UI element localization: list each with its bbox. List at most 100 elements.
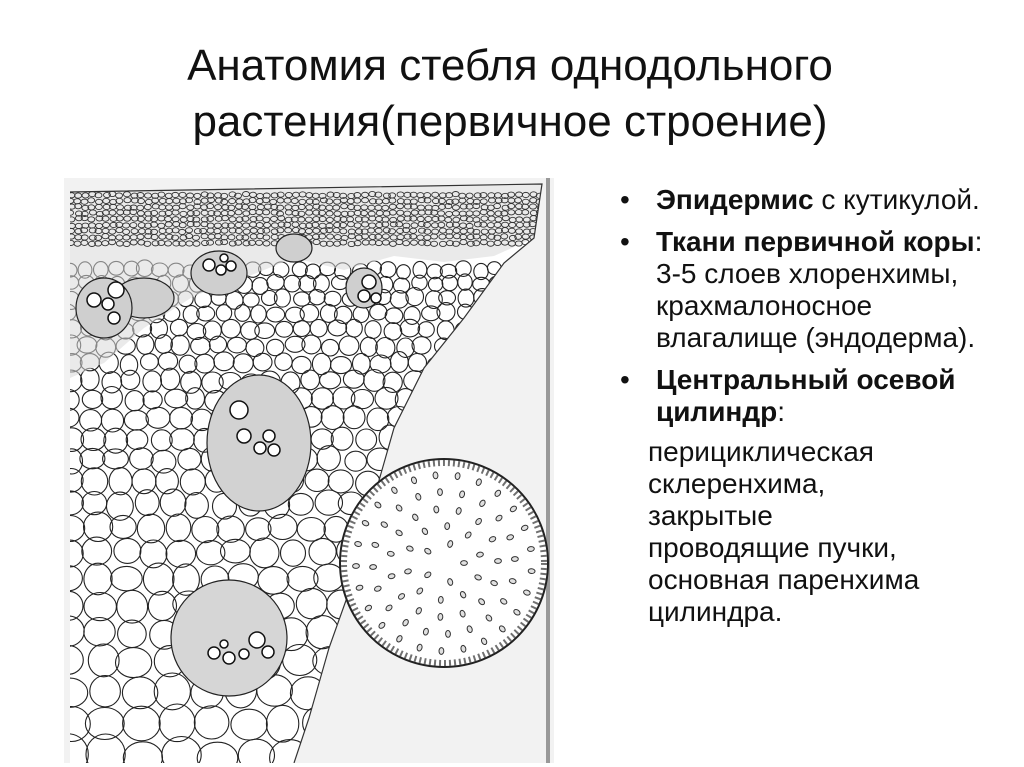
epidermis-cell <box>354 216 363 223</box>
parenchyma-cell <box>161 735 202 763</box>
epidermis-cell <box>262 209 271 216</box>
epidermis-cell <box>143 240 152 247</box>
epidermis-cell <box>339 216 348 223</box>
parenchyma-cell <box>70 733 89 763</box>
parenchyma-cell <box>215 304 233 322</box>
page-edge <box>546 178 550 763</box>
epidermis-cell <box>95 210 104 217</box>
epidermis-cell <box>103 192 111 199</box>
epidermis-cell <box>312 227 321 234</box>
epidermis-cell <box>241 234 250 241</box>
bundle-dot <box>445 630 451 638</box>
parenchyma-cell <box>237 738 276 763</box>
bundle-dot <box>438 647 445 655</box>
parenchyma-cell <box>323 290 342 307</box>
epidermis-cell <box>95 215 104 222</box>
bundle-dot <box>474 574 482 581</box>
epidermis-cell <box>276 204 285 211</box>
epidermis-cell <box>325 198 334 205</box>
parenchyma-cell <box>125 429 149 451</box>
parenchyma-cell <box>70 448 84 475</box>
epidermis-cell <box>430 233 439 240</box>
epidermis-cell <box>192 240 201 247</box>
epidermis-cell <box>136 192 145 199</box>
bundle-dot <box>479 499 486 507</box>
parenchyma-cell <box>424 290 443 310</box>
parenchyma-cell <box>186 322 207 341</box>
epidermis-cell <box>227 234 236 241</box>
epidermis-cell <box>417 227 426 234</box>
epidermis-cell <box>171 234 180 241</box>
epidermis-cell <box>423 197 432 204</box>
epidermis-cell <box>368 239 377 246</box>
parenchyma-cell <box>366 407 390 432</box>
bundle-dot <box>455 507 462 515</box>
epidermis-cell <box>368 198 377 205</box>
epidermis-cell <box>311 198 320 206</box>
bullet-epidermis-bold: Эпидермис <box>656 184 814 215</box>
epidermis-cell <box>234 227 243 234</box>
parenchyma-cell <box>185 387 206 410</box>
epidermis-cell <box>262 192 271 199</box>
epidermis-cell <box>129 222 138 229</box>
parenchyma-cell <box>109 514 137 539</box>
bullet-list: • Эпидермис с кутикулой. • Ткани первичн… <box>612 184 1012 628</box>
detail-line: перициклическая <box>648 436 874 467</box>
epidermis-cell <box>381 233 390 240</box>
epidermis-cell <box>312 209 321 216</box>
parenchyma-cell <box>374 386 399 410</box>
bundle-dot <box>475 517 482 526</box>
wedge-outline <box>69 183 543 763</box>
epidermis-cell <box>193 192 202 199</box>
epidermis-cell <box>74 215 83 222</box>
bullet-dot-icon: • <box>620 364 630 395</box>
epidermis-cell <box>445 228 454 235</box>
epidermis-cell <box>431 191 440 198</box>
epidermis-cell <box>220 239 229 246</box>
bundle-dot <box>396 635 403 643</box>
epidermis-cell <box>318 233 327 240</box>
epidermis-cell <box>102 221 111 229</box>
epidermis-cell <box>431 222 439 229</box>
epidermis-cell <box>221 215 230 222</box>
parenchyma-cell <box>396 264 411 280</box>
epidermis-cell <box>276 191 285 198</box>
epidermis-cell <box>178 222 187 229</box>
epidermis-cell <box>144 233 153 240</box>
parenchyma-cell <box>287 492 314 516</box>
parenchyma-cell <box>103 427 129 454</box>
bundle-dot <box>500 598 508 605</box>
bundle-dot <box>498 625 506 633</box>
epidermis-cell <box>339 222 347 229</box>
epidermis-cell <box>446 240 454 247</box>
parenchyma-cell <box>134 489 160 517</box>
slide-title: Анатомия стебля однодольного растения(пе… <box>60 38 960 150</box>
epidermis-cell <box>375 215 383 223</box>
epidermis-cell <box>353 240 362 247</box>
parenchyma-cell <box>359 336 378 357</box>
parenchyma-cell <box>254 322 276 340</box>
bundle-dot <box>364 604 373 612</box>
bundle-dot <box>527 546 535 552</box>
parenchyma-cell <box>438 290 457 306</box>
epidermis-cell <box>122 209 131 216</box>
epidermis-cell <box>466 234 475 241</box>
bundle-dot <box>490 580 498 587</box>
parenchyma-cell <box>333 305 353 325</box>
parenchyma-cell <box>142 562 175 596</box>
bullet-central-cylinder: • Центральный осевой цилиндр: <box>612 364 1012 428</box>
epidermis-cell <box>472 210 481 217</box>
epidermis-cell <box>319 240 328 247</box>
bundle-dot <box>509 505 517 513</box>
epidermis-cell <box>500 233 509 240</box>
epidermis-cell <box>137 239 146 246</box>
epidermis-cell <box>297 203 306 211</box>
epidermis-cell <box>200 191 209 198</box>
epidermis-cell <box>284 227 293 234</box>
parenchyma-cell <box>403 306 421 325</box>
parenchyma-cell <box>314 489 344 516</box>
bundle-dot <box>478 598 486 606</box>
parenchyma-cell <box>116 589 149 624</box>
bundle-dot <box>523 589 531 596</box>
epidermis-cell <box>339 239 348 246</box>
